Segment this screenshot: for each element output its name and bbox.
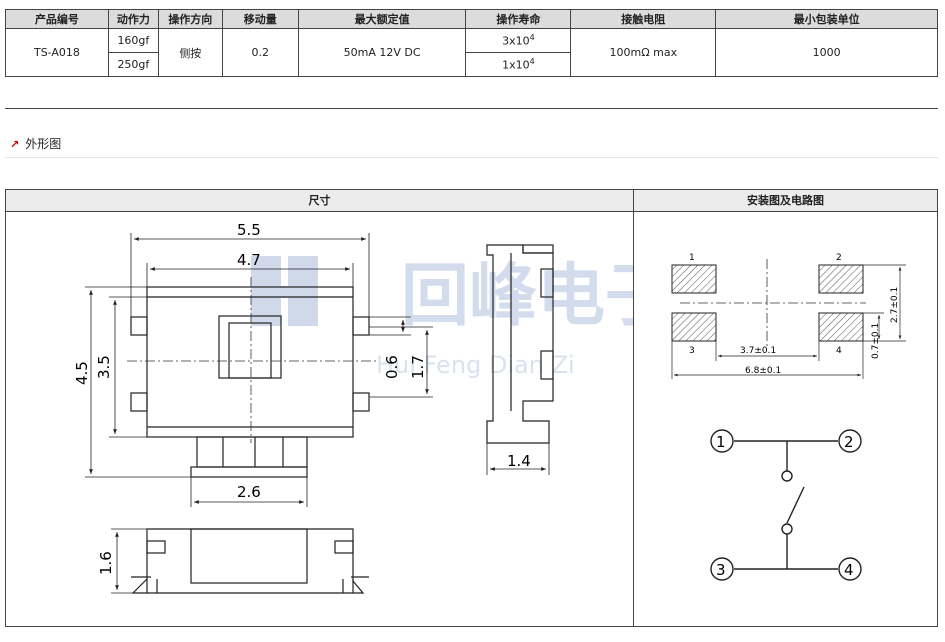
mount-dimension-lines <box>671 264 906 379</box>
cell-direction: 侧按 <box>157 28 223 77</box>
pad-label-1: 1 <box>689 253 695 263</box>
cell-part-no: TS-A018 <box>5 28 109 77</box>
mount-dim-0-7: 0.7±0.1 <box>871 323 881 359</box>
header-travel: 移动量 <box>221 9 299 29</box>
mount-dim-6-8: 6.8±0.1 <box>745 366 781 376</box>
circuit-node-4: 4 <box>844 561 854 579</box>
arrow-icon: ↗ <box>10 138 20 151</box>
dim-0-6: 0.6 <box>383 355 401 379</box>
dim-5-5: 5.5 <box>237 221 261 239</box>
circuit-node-2: 2 <box>844 433 854 451</box>
circuit-diagram <box>710 429 862 581</box>
side-dimension <box>486 443 550 475</box>
mount-center-lines <box>680 259 866 346</box>
mount-circuit-panel: 安装图及电路图 1 2 3 4 <box>633 189 938 627</box>
header-rating: 最大额定值 <box>297 9 467 29</box>
cell-force-2: 250gf <box>107 52 159 77</box>
mount-circuit-drawing: 1 2 3 4 3.7±0.1 6.8±0.1 2.7±0.1 0.7±0.1 <box>671 253 906 581</box>
pad-label-2: 2 <box>836 253 842 263</box>
dimension-panel-title: 尺寸 <box>6 190 633 212</box>
dimension-drawing: 回峰电子 Hui Feng Dian Zi <box>73 221 633 594</box>
watermark-en: Hui Feng Dian Zi <box>376 351 575 379</box>
dim-3-5: 3.5 <box>95 355 113 379</box>
side-view <box>486 244 554 444</box>
mount-dim-3-7: 3.7±0.1 <box>740 346 776 356</box>
center-lines <box>127 277 377 443</box>
watermark-cn: 回峰电子 <box>401 257 633 336</box>
front-view <box>130 286 370 478</box>
section-title: 外形图 <box>25 137 62 151</box>
dimension-panel: 尺寸 回峰电子 Hui Feng Dian Zi <box>5 189 634 627</box>
spec-row: TS-A018 160gf 侧按 0.2 50mA 12V DC 3x104 1… <box>5 28 938 77</box>
dimension-lines <box>85 233 433 507</box>
dim-2-6: 2.6 <box>237 483 261 501</box>
cell-min-pack: 1000 <box>715 28 938 77</box>
header-direction: 操作方向 <box>157 9 223 29</box>
pad-label-3: 3 <box>689 346 695 356</box>
cell-force-1: 160gf <box>107 28 159 53</box>
spec-table: 产品编号 动作力 操作方向 移动量 最大额定值 操作寿命 接触电阻 最小包装单位… <box>5 9 938 77</box>
header-resistance: 接触电阻 <box>570 9 717 29</box>
bottom-dimension <box>111 528 147 594</box>
mount-circuit-panel-title: 安装图及电路图 <box>634 190 937 212</box>
header-life: 操作寿命 <box>465 9 572 29</box>
cell-life-1: 3x104 <box>465 28 572 53</box>
pad-label-4: 4 <box>836 346 842 356</box>
circuit-node-1: 1 <box>716 433 726 451</box>
spec-row: 250gf 1x104 <box>6 52 938 77</box>
cell-resistance: 100mΩ max <box>570 28 717 77</box>
dim-1-4: 1.4 <box>507 452 531 470</box>
dim-1-7: 1.7 <box>409 355 427 379</box>
circuit-node-3: 3 <box>716 561 726 579</box>
cell-travel: 0.2 <box>221 28 299 77</box>
cell-rating: 50mA 12V DC <box>297 28 467 77</box>
spec-header-row: 产品编号 动作力 操作方向 移动量 最大额定值 操作寿命 接触电阻 最小包装单位 <box>5 9 938 29</box>
dim-4-7: 4.7 <box>237 251 261 269</box>
mount-pads <box>671 264 864 342</box>
dim-1-6: 1.6 <box>97 551 115 575</box>
divider <box>5 108 938 109</box>
mount-dim-2-7: 2.7±0.1 <box>890 287 900 323</box>
header-min-pack: 最小包装单位 <box>715 9 938 29</box>
divider <box>5 157 938 158</box>
header-force: 动作力 <box>107 9 159 29</box>
watermark: 回峰电子 Hui Feng Dian Zi <box>251 256 633 379</box>
cell-life-2: 1x104 <box>465 52 572 77</box>
section-heading: ↗ 外形图 <box>10 135 61 152</box>
header-part-no: 产品编号 <box>5 9 109 29</box>
dim-4-5: 4.5 <box>73 361 91 385</box>
bottom-view <box>131 528 369 594</box>
